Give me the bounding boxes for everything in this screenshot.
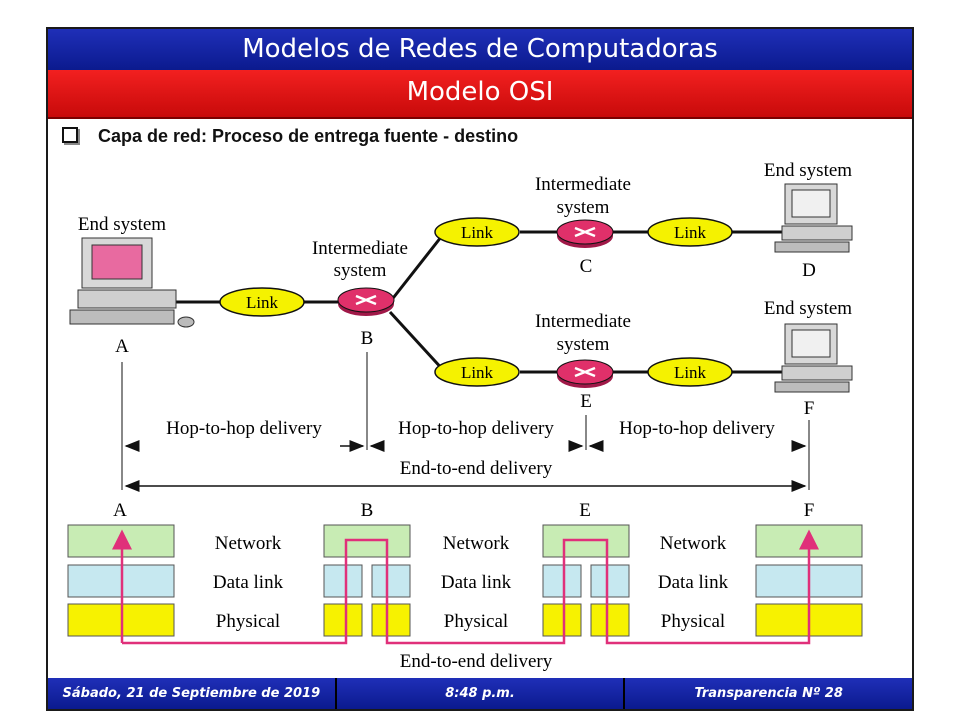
node-label-a: A (115, 336, 129, 357)
end-to-end-label-bottom: End-to-end delivery (400, 651, 553, 672)
stack-label-e: E (579, 500, 591, 521)
layer-label-datalink-3: Data link (658, 572, 729, 593)
stack-label-f: F (804, 500, 815, 521)
computer-icon (69, 237, 195, 328)
hop-to-hop-label-3: Hop-to-hop delivery (619, 418, 775, 439)
end-to-end-label-top: End-to-end delivery (400, 458, 553, 479)
bullet-item: Capa de red: Proceso de entrega fuente -… (62, 126, 518, 147)
layer-label-network-3: Network (660, 533, 727, 554)
intermediate-label-b-line2: system (334, 260, 387, 281)
layer-label-physical-1: Physical (216, 611, 280, 632)
end-system-label-f: End system (764, 298, 852, 319)
end-system-label-d: End system (764, 160, 852, 181)
end-system-label-a: End system (78, 214, 166, 235)
intermediate-label-c-line1: Intermediate (535, 174, 631, 195)
footer-date: Sábado, 21 de Septiembre de 2019 (62, 686, 321, 701)
layer-label-network-1: Network (215, 533, 282, 554)
layer-stack-e (542, 524, 630, 637)
stack-label-a: A (113, 500, 127, 521)
checkbox-bullet-icon (62, 127, 78, 143)
footer-bar: Sábado, 21 de Septiembre de 2019 8:48 p.… (48, 678, 912, 709)
bullet-text: Capa de red: Proceso de entrega fuente -… (98, 126, 519, 146)
node-label-b: B (361, 328, 374, 349)
intermediate-label-e-line2: system (557, 334, 610, 355)
layer-label-physical-2: Physical (444, 611, 508, 632)
link-oval: Link (434, 357, 520, 387)
link-label-ef: Link (674, 363, 707, 382)
router-icon (556, 359, 614, 388)
computer-icon (774, 183, 853, 253)
footer-slide-number: Transparencia Nº 28 (623, 678, 912, 709)
router-icon (337, 287, 395, 316)
delivery-guide-lines (121, 352, 810, 490)
link-label-cd: Link (674, 223, 707, 242)
node-label-d: D (802, 260, 816, 281)
intermediate-label-c-line2: system (557, 197, 610, 218)
slide-title: Modelos de Redes de Computadoras (48, 29, 912, 71)
intermediate-label-b-line1: Intermediate (312, 238, 408, 259)
stack-label-b: B (361, 500, 374, 521)
layer-label-datalink-1: Data link (213, 572, 284, 593)
hop-to-hop-label-2: Hop-to-hop delivery (398, 418, 554, 439)
slide-frame: Modelos de Redes de Computadoras Modelo … (46, 27, 914, 711)
link-label-bc: Link (461, 223, 494, 242)
intermediate-label-e-line1: Intermediate (535, 311, 631, 332)
node-label-c: C (580, 256, 593, 277)
node-label-f: F (804, 398, 815, 419)
link-label-ab: Link (246, 293, 279, 312)
layer-stack-b (323, 524, 411, 637)
layer-label-physical-3: Physical (661, 611, 725, 632)
link-label-be: Link (461, 363, 494, 382)
link-oval: Link (219, 287, 305, 317)
link-oval: Link (434, 217, 520, 247)
layer-label-network-2: Network (443, 533, 510, 554)
computer-icon (774, 323, 853, 393)
link-oval: Link (647, 217, 733, 247)
link-oval: Link (647, 357, 733, 387)
hop-to-hop-label-1: Hop-to-hop delivery (166, 418, 322, 439)
node-label-e: E (580, 391, 592, 412)
layer-label-datalink-2: Data link (441, 572, 512, 593)
packet-route-line (122, 529, 819, 645)
slide-subtitle: Modelo OSI (48, 70, 912, 119)
footer-time: 8:48 p.m. (334, 678, 624, 709)
router-icon (556, 219, 614, 248)
